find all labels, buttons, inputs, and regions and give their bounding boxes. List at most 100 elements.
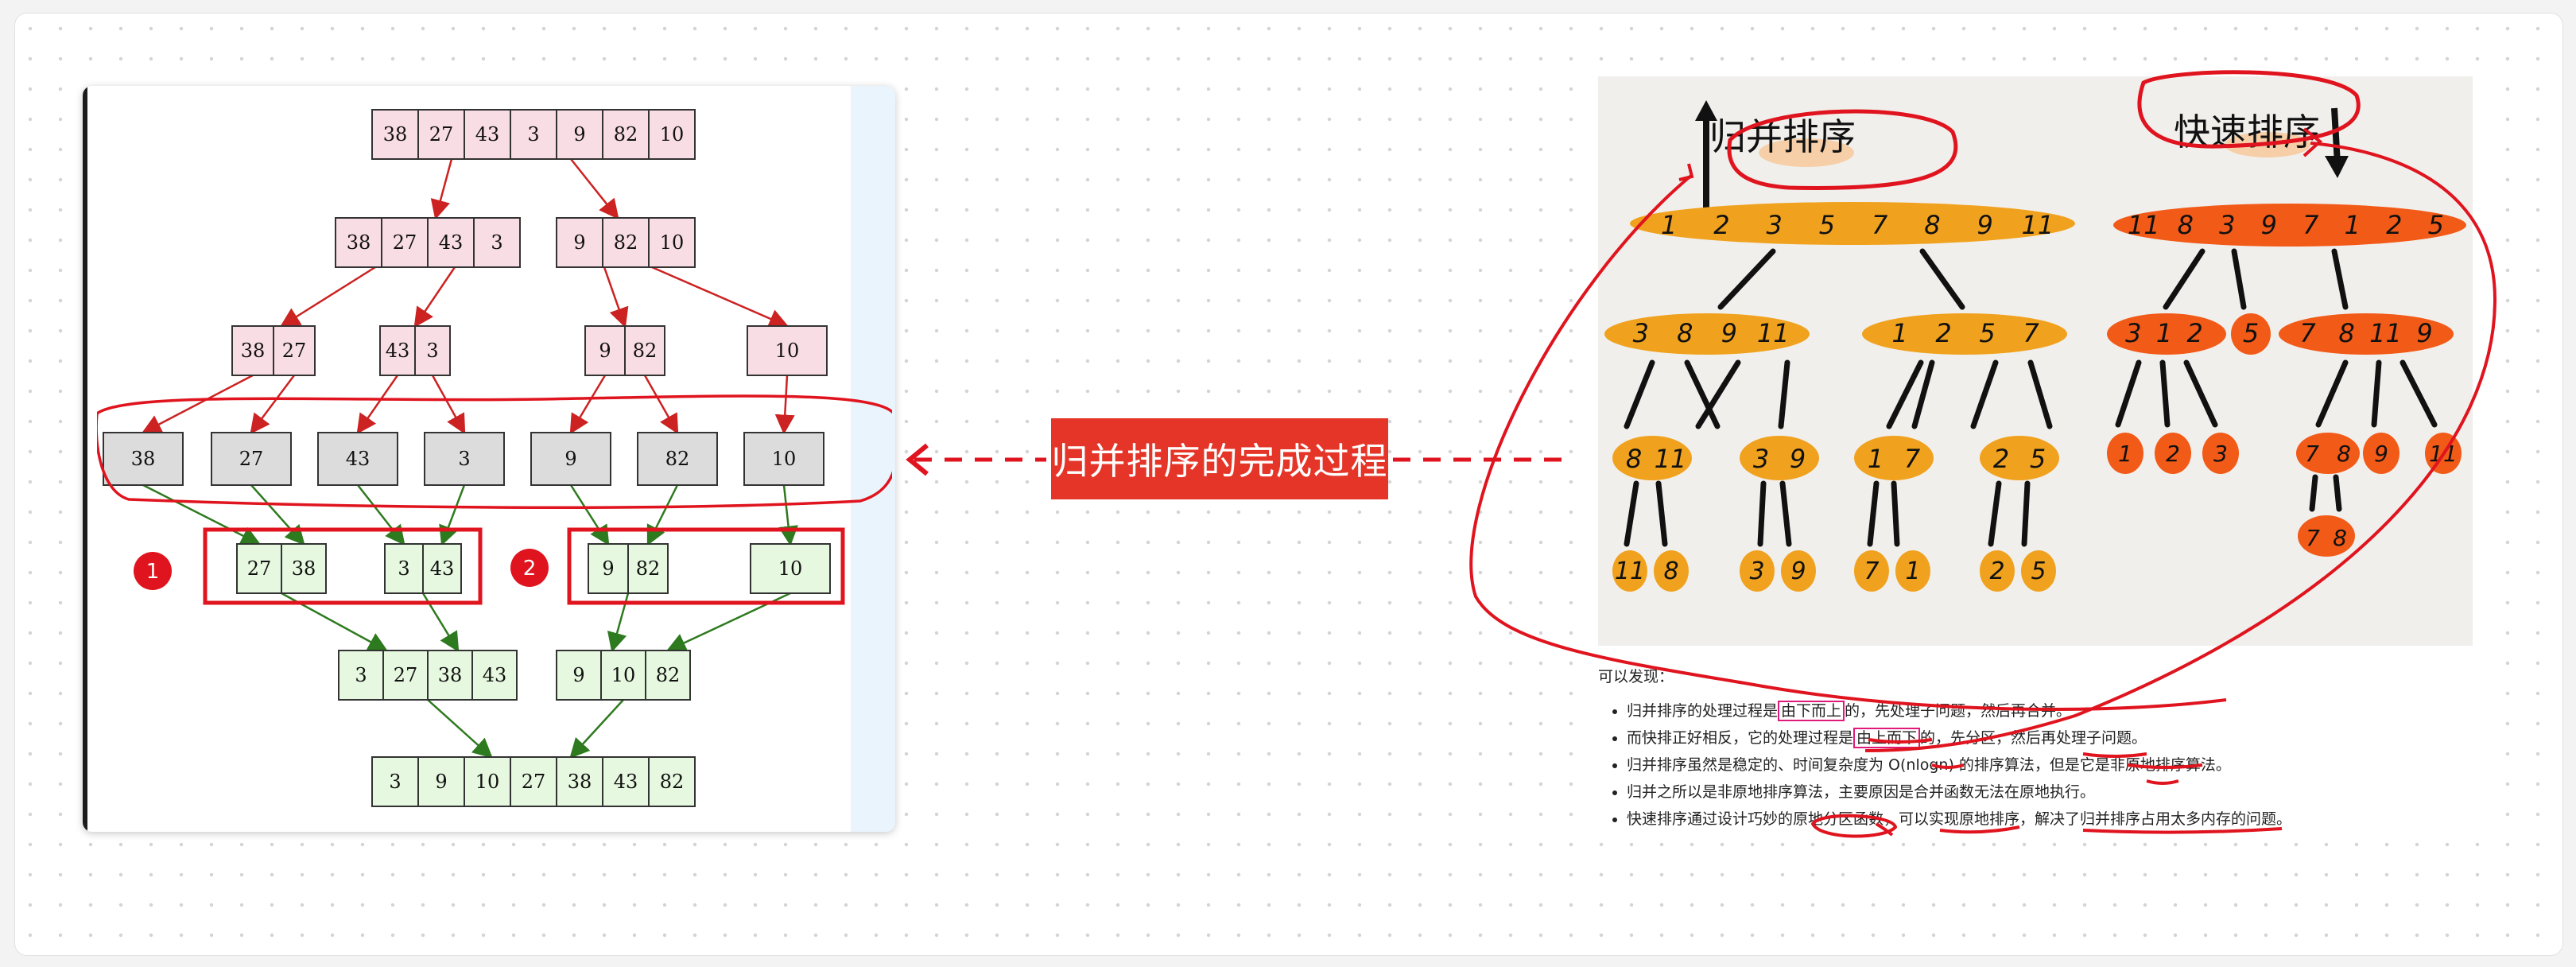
merge-mid-value: 5 (1979, 318, 1995, 348)
level4-unit: 43 (317, 432, 398, 486)
cell (417, 756, 465, 807)
cell (464, 109, 511, 160)
merge-leaf-value: 5 (2031, 557, 2046, 585)
cell-value: 10 (772, 448, 797, 470)
cell (231, 325, 274, 376)
tree-stroke (1779, 480, 1792, 547)
cell (335, 217, 382, 268)
cell (473, 217, 521, 268)
merge-low-value: 7 (1904, 444, 1921, 474)
quick-mid-value: 5 (2243, 318, 2259, 348)
quick-mid-value: 7 (2299, 318, 2316, 348)
cell-value: 10 (660, 123, 685, 146)
merge-low-value: 3 (1753, 444, 1769, 474)
merge-leaf-value: 9 (1790, 557, 1806, 585)
merge-mid-value: 1 (1891, 318, 1907, 348)
tree-stroke (2371, 359, 2382, 428)
cell-value: 82 (660, 771, 685, 793)
cell (427, 650, 473, 701)
cell-value: 3 (355, 664, 367, 686)
cell (556, 756, 603, 807)
merge-low-blob (1980, 436, 2059, 480)
merge-leaf-value: 2 (1989, 557, 2004, 585)
cell-value: 3 (398, 557, 409, 580)
cell-value: 38 (347, 231, 371, 254)
cell-value: 27 (247, 557, 272, 580)
cell-value: 10 (660, 231, 685, 254)
tree-stroke (1919, 248, 1965, 310)
cell (584, 325, 626, 376)
arrow (427, 699, 493, 759)
finding-text: 的，先处理子问题，然后再合并。 (1845, 702, 2072, 720)
quick-top-value: 3 (2219, 210, 2235, 240)
cell (424, 432, 505, 486)
finding-item: 归并之所以是非原地排序算法，主要原因是合并函数无法在原地执行。 (1627, 783, 2489, 801)
arrow (356, 375, 399, 435)
arrow (250, 484, 305, 546)
tree-stroke (2331, 248, 2349, 310)
arrow (646, 484, 679, 546)
cell (556, 109, 603, 160)
finding-text: 而快排正好相反，它的处理过程是 (1627, 729, 1854, 747)
finding-text: 归并之所以是非原地排序算法，主要原因是合并函数无法在原地执行。 (1627, 783, 2096, 801)
cell (422, 543, 462, 594)
quick-mid-value: 1 (2156, 318, 2172, 348)
arrow (570, 158, 619, 219)
cell (556, 650, 602, 701)
quick-low-value: 2 (2166, 441, 2180, 467)
cell-value: 3 (389, 771, 401, 793)
cell (381, 217, 429, 268)
merge-mid-value: 9 (1721, 318, 1737, 348)
cell-value: 9 (564, 448, 576, 470)
cell-value: 27 (239, 448, 264, 470)
quick-mid-value: 11 (2369, 318, 2402, 348)
cell (317, 432, 398, 486)
quick-sort-title: 快速排序 (2174, 111, 2320, 153)
cell-value: 10 (475, 771, 500, 793)
quick-top-value: 9 (2261, 210, 2277, 240)
quick-top-value: 1 (2345, 210, 2361, 240)
card-accent-bar (83, 86, 87, 832)
cell-value: 9 (573, 123, 585, 146)
merge-low-value: 8 (1626, 444, 1642, 474)
cell-value: 43 (483, 664, 507, 686)
step-badge (510, 549, 549, 587)
quick-top-value: 11 (2128, 210, 2160, 240)
level4-unit: 82 (637, 432, 718, 486)
quick-leaf-value: 7 (2306, 525, 2320, 551)
quick-low-value: 1 (2118, 441, 2132, 467)
arrow (430, 158, 453, 220)
cell-value: 10 (778, 557, 803, 580)
findings-section: 可以发现： 归并排序的处理过程是由下而上的，先处理子问题，然后再合并。而快排正好… (1598, 665, 2489, 837)
cell (211, 432, 292, 486)
tree-stroke (1624, 480, 1639, 547)
arrow (569, 699, 624, 759)
up-arrow-head (1695, 100, 1717, 121)
merge-mid-value: 11 (1757, 318, 1790, 348)
tree-stroke (2333, 474, 2342, 512)
merge-low-value: 5 (2030, 444, 2046, 474)
arrow (439, 484, 466, 546)
cell-value: 38 (383, 123, 408, 146)
quick-top-value: 5 (2428, 210, 2444, 240)
level4-unit: 9 (530, 432, 611, 486)
cell-value: 10 (611, 664, 636, 686)
cell (530, 432, 611, 486)
merge-mid-value: 8 (1677, 318, 1693, 348)
tree-stroke (2309, 474, 2318, 512)
cell (750, 543, 831, 594)
tree-stroke (1624, 359, 1655, 429)
cell-value: 10 (775, 340, 800, 362)
tree-stroke (1778, 359, 1790, 429)
merge-top-value: 11 (2022, 210, 2054, 240)
cell (427, 217, 475, 268)
